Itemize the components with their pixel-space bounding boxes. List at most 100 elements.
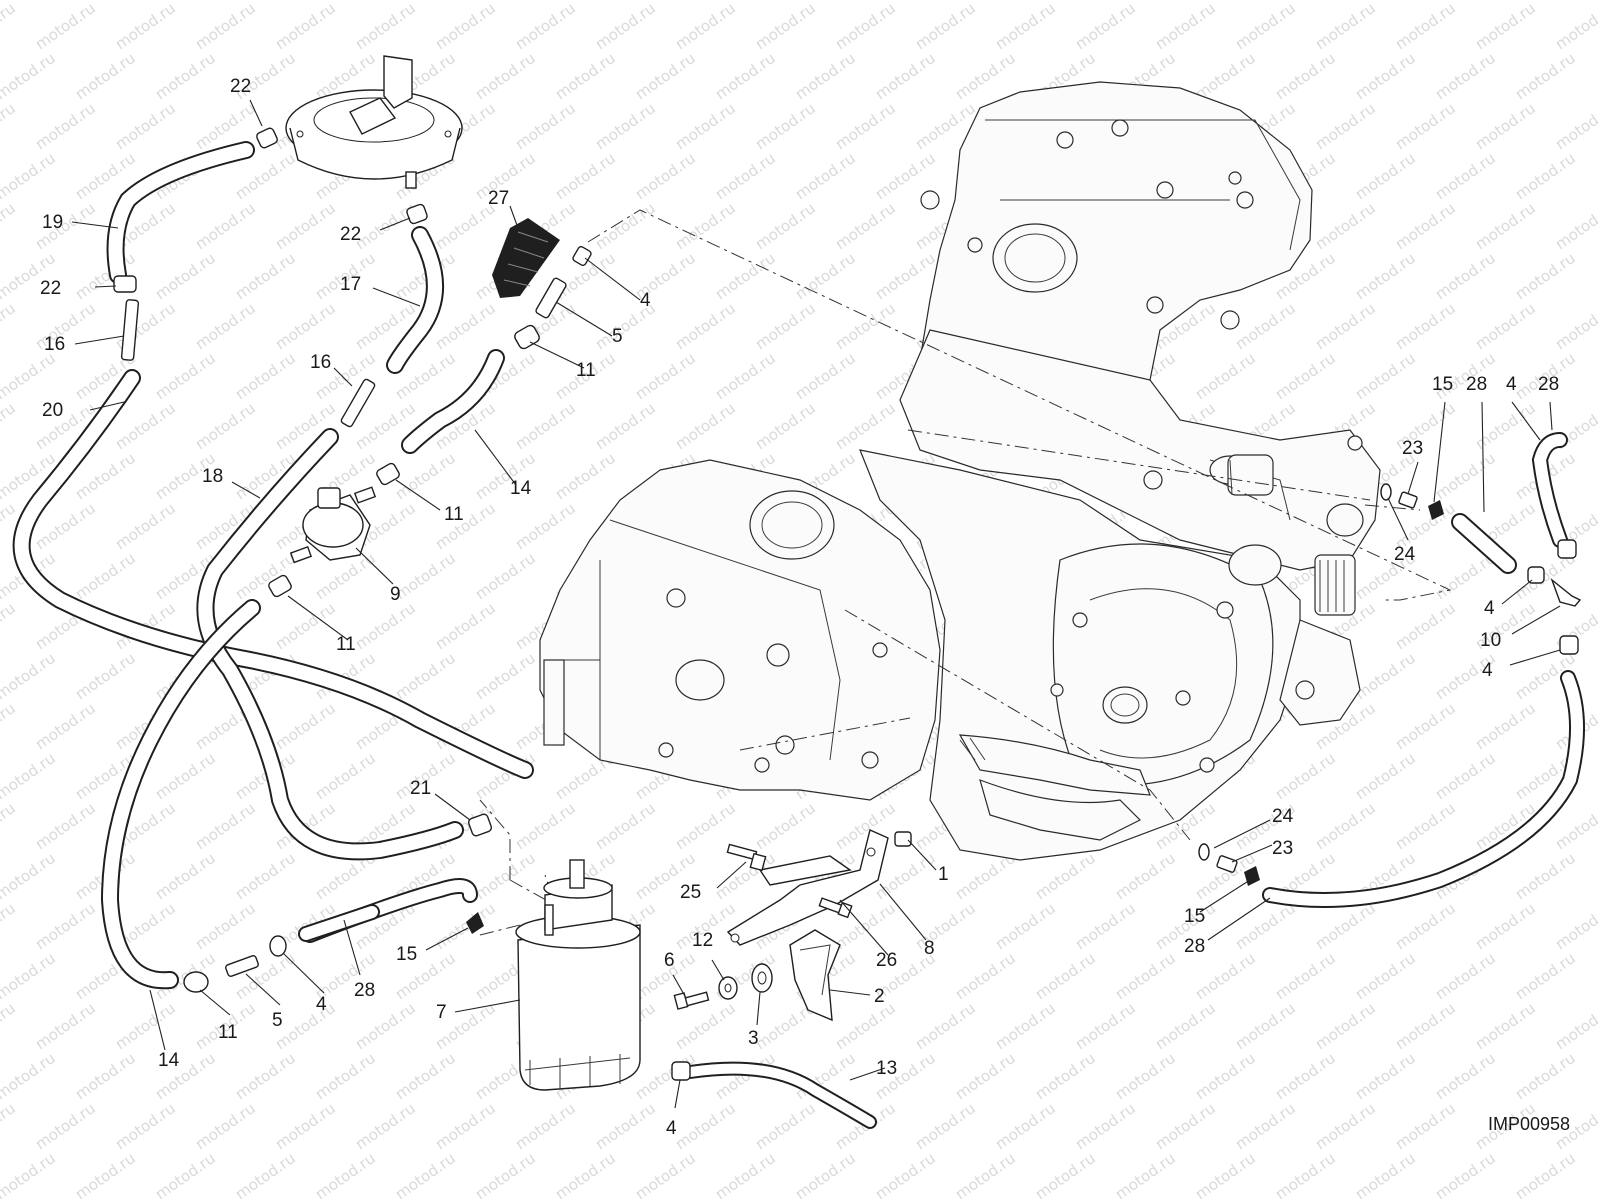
watermark-text: motod.ru — [0, 699, 19, 753]
callout-20: 20 — [42, 400, 63, 421]
fuel-valve — [289, 486, 377, 564]
watermark-text: motod.ru — [992, 1099, 1059, 1153]
callout-25: 25 — [680, 882, 701, 903]
watermark-text: motod.ru — [672, 299, 739, 353]
callout-7: 7 — [436, 1002, 447, 1023]
callout-3: 3 — [748, 1028, 759, 1049]
watermark-text: motod.ru — [432, 0, 499, 53]
watermark-text: motod.ru — [112, 1099, 179, 1153]
callout-11: 11 — [218, 1022, 238, 1043]
watermark-text: motod.ru — [1072, 999, 1139, 1053]
watermark-text: motod.ru — [1432, 149, 1499, 203]
watermark-text: motod.ru — [632, 349, 699, 403]
watermark-text: motod.ru — [1312, 1099, 1379, 1153]
callout-2: 2 — [874, 986, 885, 1007]
callout-11: 11 — [336, 634, 356, 655]
watermark-text: motod.ru — [672, 399, 739, 453]
watermark-text: motod.ru — [312, 1049, 379, 1103]
fitting-16-left — [120, 299, 140, 361]
clamp-11-d — [183, 971, 209, 993]
watermark-text: motod.ru — [0, 949, 59, 1003]
clamp-4-e — [269, 935, 287, 957]
watermark-text: motod.ru — [472, 649, 539, 703]
fitting-5-a — [535, 277, 567, 319]
fitting-10 — [1550, 577, 1582, 607]
watermark-text: motod.ru — [752, 299, 819, 353]
retaining-clip — [789, 929, 841, 1022]
watermark-text: motod.ru — [792, 49, 859, 103]
watermark-text: motod.ru — [592, 1099, 659, 1153]
watermark-text: motod.ru — [432, 499, 499, 553]
watermark-text: motod.ru — [1472, 999, 1539, 1053]
callout-23: 23 — [1402, 438, 1423, 459]
watermark-text: motod.ru — [192, 1099, 259, 1153]
watermark-text: motod.ru — [672, 99, 739, 153]
watermark-text: motod.ru — [1392, 0, 1459, 53]
watermark-text: motod.ru — [1432, 449, 1499, 503]
watermark-text: motod.ru — [1512, 149, 1579, 203]
alignment-lines — [479, 209, 1452, 936]
callout-1: 1 — [938, 864, 949, 885]
callout-14: 14 — [510, 478, 532, 499]
callout-4: 4 — [1482, 660, 1493, 681]
watermark-text: motod.ru — [1112, 849, 1179, 903]
watermark-text: motod.ru — [192, 299, 259, 353]
callout-16: 16 — [44, 334, 65, 355]
watermark-text: motod.ru — [32, 799, 99, 853]
watermark-text: motod.ru — [1352, 949, 1419, 1003]
screw-26 — [818, 897, 853, 919]
watermark-text: motod.ru — [712, 349, 779, 403]
watermark-text: motod.ru — [1192, 1049, 1259, 1103]
watermark-text: motod.ru — [72, 1049, 139, 1103]
watermark-text: motod.ru — [832, 799, 899, 853]
watermark-text: motod.ru — [1272, 1149, 1339, 1200]
watermark-text: motod.ru — [832, 999, 899, 1053]
watermark-text: motod.ru — [72, 649, 139, 703]
watermark-text: motod.ru — [192, 199, 259, 253]
watermark-text: motod.ru — [1392, 699, 1459, 753]
watermark-text: motod.ru — [0, 849, 59, 903]
watermark-text: motod.ru — [232, 949, 299, 1003]
watermark-text: motod.ru — [352, 599, 419, 653]
watermark-text: motod.ru — [472, 849, 539, 903]
watermark-text: motod.ru — [872, 49, 939, 103]
watermark-text: motod.ru — [952, 1149, 1019, 1200]
callout-5: 5 — [612, 326, 623, 347]
watermark-text: motod.ru — [832, 399, 899, 453]
watermark-text: motod.ru — [1232, 999, 1299, 1053]
callout-11: 11 — [576, 360, 596, 381]
watermark-text: motod.ru — [472, 549, 539, 603]
clamp-4-a — [572, 245, 592, 267]
watermark-text: motod.ru — [1392, 599, 1459, 653]
reference-code: IMP00958 — [1488, 1114, 1570, 1134]
callout-11: 11 — [444, 504, 464, 525]
watermark-text: motod.ru — [1032, 1049, 1099, 1103]
watermark-text: motod.ru — [952, 1049, 1019, 1103]
watermark-text: motod.ru — [1232, 0, 1299, 53]
watermark-text: motod.ru — [1312, 999, 1379, 1053]
watermark-text: motod.ru — [1192, 49, 1259, 103]
fuel-filler-cap — [285, 55, 463, 189]
watermark-text: motod.ru — [112, 499, 179, 553]
watermark-text: motod.ru — [0, 0, 19, 53]
callout-27: 27 — [488, 188, 509, 209]
watermark-text: motod.ru — [352, 1099, 419, 1153]
watermark-text: motod.ru — [1152, 0, 1219, 53]
clamp-11-c — [268, 574, 292, 598]
clamp-22-mid — [406, 203, 428, 225]
callout-4: 4 — [1506, 374, 1517, 395]
watermark-text: motod.ru — [512, 0, 579, 53]
watermark-text: motod.ru — [1352, 1049, 1419, 1103]
callout-26: 26 — [876, 950, 897, 971]
watermark-text: motod.ru — [1392, 199, 1459, 253]
watermark-text: motod.ru — [232, 1049, 299, 1103]
watermark-text: motod.ru — [992, 999, 1059, 1053]
clamp-4-f — [671, 1061, 691, 1081]
watermark-text: motod.ru — [712, 1149, 779, 1200]
screw-25 — [726, 843, 767, 872]
watermark-text: motod.ru — [1112, 1049, 1179, 1103]
watermark-text: motod.ru — [72, 1149, 139, 1200]
callout-28: 28 — [354, 980, 375, 1001]
watermark-text: motod.ru — [1112, 1149, 1179, 1200]
watermark-text: motod.ru — [0, 349, 59, 403]
